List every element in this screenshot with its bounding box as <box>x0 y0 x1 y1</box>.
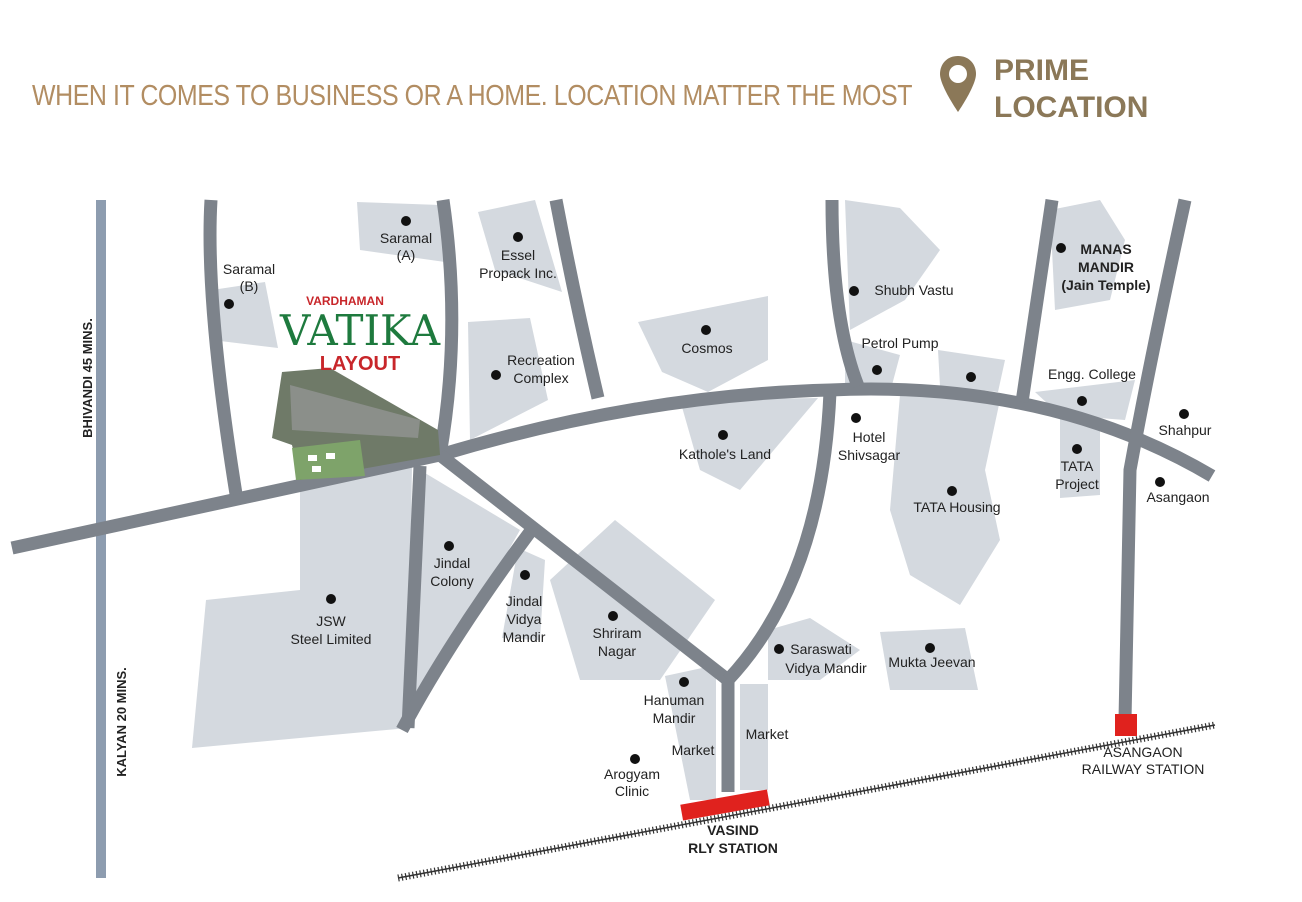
place-tata-housing: TATA Housing <box>913 499 1000 515</box>
bhivandi-direction: BHIVANDI 45 MINS. <box>80 318 95 438</box>
logo-name: VATIKA <box>279 306 441 355</box>
asangaon-station-marker <box>1115 714 1137 736</box>
map-pin-icon <box>940 56 976 112</box>
place-mukta-jeevan: Mukta Jeevan <box>888 654 975 670</box>
place-petrol-pump: Petrol Pump <box>861 335 938 351</box>
place-shubh-vastu: Shubh Vastu <box>874 282 953 298</box>
prime-location-heading: PRIME LOCATION <box>994 52 1148 126</box>
place-katholes-land: Kathole's Land <box>679 446 771 462</box>
place-dots <box>224 216 1189 764</box>
place-market-1: Market <box>672 742 715 758</box>
place-cosmos: Cosmos <box>681 340 732 356</box>
location-line: LOCATION <box>994 91 1149 124</box>
vasind-station-marker <box>680 789 770 821</box>
place-market-2: Market <box>746 726 789 742</box>
place-saramal-b: Saramal(B) <box>223 261 275 294</box>
kalyan-direction: KALYAN 20 MINS. <box>114 667 129 777</box>
roads <box>10 198 1216 792</box>
prime-line: PRIME <box>994 54 1090 87</box>
place-shahpur: Shahpur <box>1159 422 1212 438</box>
railway-line <box>397 721 1216 882</box>
place-engg-college: Engg. College <box>1048 366 1136 382</box>
tagline: WHEN IT COMES TO BUSINESS OR A HOME. LOC… <box>32 80 913 112</box>
place-asangaon: Asangaon <box>1146 489 1209 505</box>
place-saramal-a: Saramal(A) <box>380 230 432 263</box>
logo-brand: VARDHAMAN <box>306 294 384 308</box>
vatika-layout-aerial <box>272 368 440 480</box>
logo-sub: LAYOUT <box>320 353 400 375</box>
